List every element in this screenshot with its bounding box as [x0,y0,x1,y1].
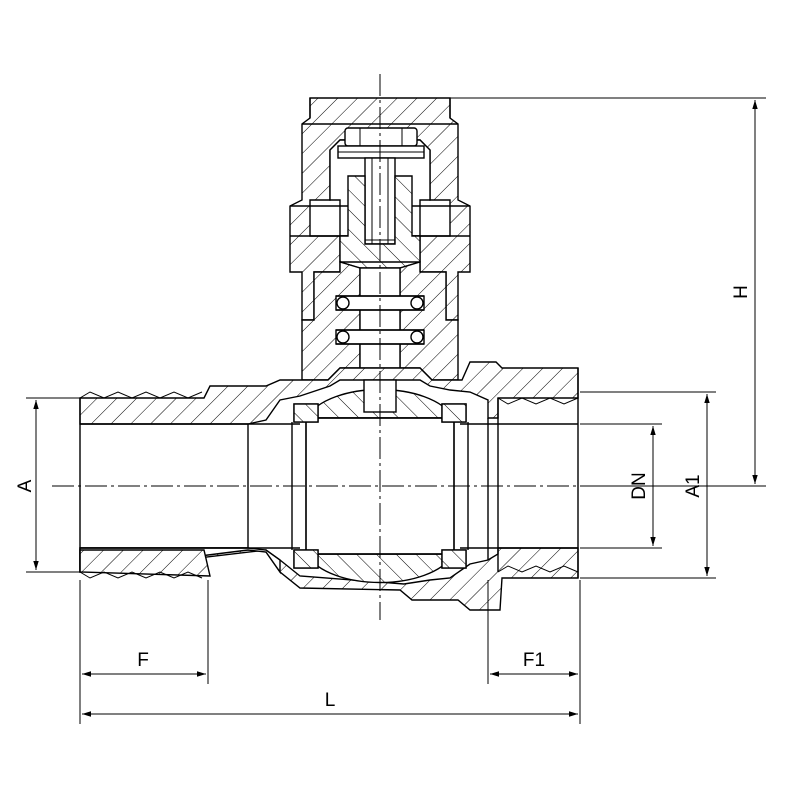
seats [291,403,469,569]
dimension-f1-label: F1 [523,650,545,671]
dimension-l: L [82,690,578,717]
dimension-f: F [79,580,209,724]
dimension-a-label: A [15,479,36,492]
dimension-h-label: H [731,285,752,299]
valve-body [79,361,579,611]
dimension-l-label: L [325,690,336,711]
dimension-a1-label: A1 [683,474,704,497]
o-rings [335,295,425,345]
dimension-h: H [450,97,766,487]
dimension-dn: DN [580,423,662,549]
bonnet-neck [301,261,459,381]
dimension-dn-label: DN [629,472,650,499]
dimension-a1: A1 [580,391,716,579]
stem-adaptor [339,175,421,269]
dimension-a: A [15,397,80,573]
dimension-f-label: F [137,650,149,671]
dimension-f1: F1 [487,580,581,724]
